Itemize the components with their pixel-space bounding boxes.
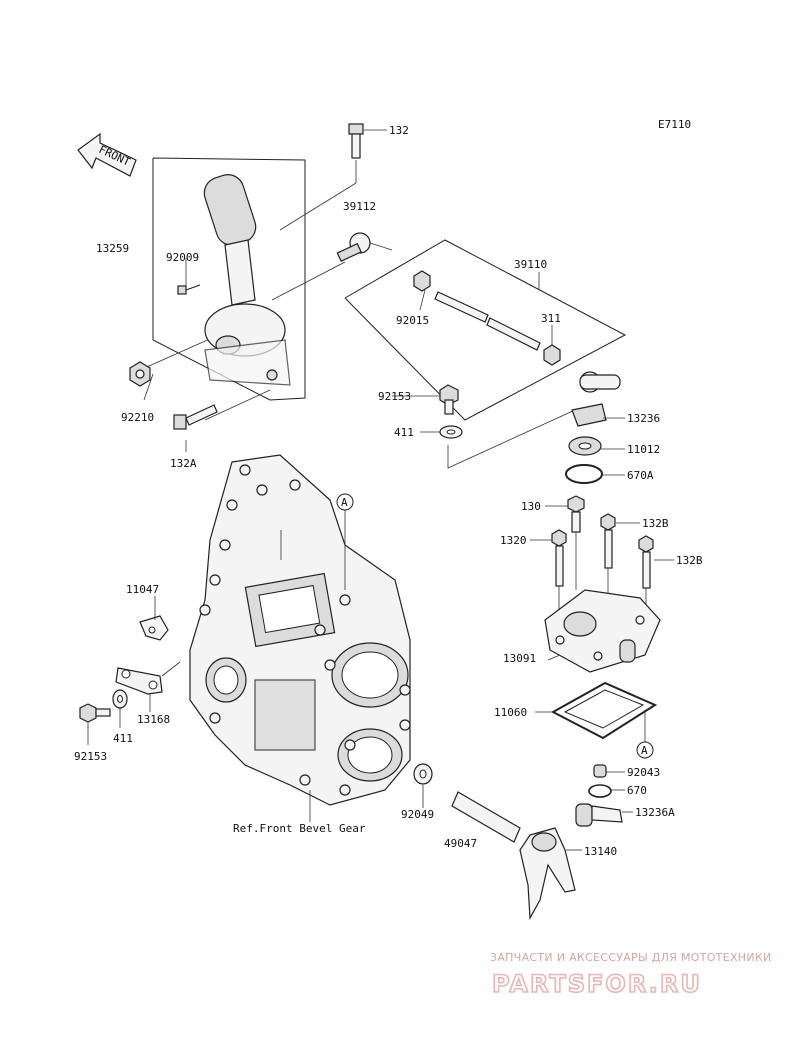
label-132B-a: 132B [642,517,669,530]
bolt-132B-a [600,513,616,569]
oring-670A [565,464,603,484]
plate-13168 [115,667,163,695]
label-311: 311 [541,312,561,325]
label-132B-b: 132B [676,554,703,567]
label-92153-lower: 92153 [74,750,107,763]
label-1320: 1320 [500,534,527,547]
label-670A: 670A [627,469,654,482]
front-arrow: FRONT [77,132,137,177]
nut-92210 [129,361,151,387]
nut-92015 [413,270,431,292]
leader-lines-411 [447,409,576,469]
label-92210: 92210 [121,411,154,424]
label-92009: 92009 [166,251,199,264]
rod-39110 [434,291,541,351]
label-13259: 13259 [96,242,129,255]
svg-text:A: A [341,496,348,509]
label-92015: 92015 [396,314,429,327]
shaft-49047 [451,791,521,843]
callout-a-left: A [336,493,354,511]
label-49047: 49047 [444,837,477,850]
label-39110: 39110 [514,258,547,271]
bolt-92153-lower [79,703,111,723]
bolt-130 [567,495,585,533]
svg-text:A: A [641,744,648,757]
lever-13236 [571,371,621,427]
bolt-132A [173,404,218,430]
label-411-upper: 411 [394,426,414,439]
label-11060: 11060 [494,706,527,719]
nut-311 [543,344,561,366]
leader-lines [87,129,674,851]
upper-frame-lines [139,157,357,421]
bolt-92153-upper [439,384,459,415]
label-130: 130 [521,500,541,513]
washer-411-lower [112,689,128,709]
label-411-lower: 411 [113,732,133,745]
watermark: ЗАПЧАСТИ И АКСЕССУАРЫ ДЛЯ МОТОТЕХНИКИ PA… [490,951,772,999]
gasket-11060 [550,681,658,740]
bolt-132 [348,123,364,159]
diagram-code: E7110 [658,118,691,131]
label-132: 132 [389,124,409,137]
bolt-92009 [177,284,201,295]
washer-92049 [413,763,433,785]
label-13236: 13236 [627,412,660,425]
oring-670 [588,784,612,798]
label-670: 670 [627,784,647,797]
washer-411-upper [439,425,463,439]
label-13236A: 13236A [635,806,675,819]
label-11047: 11047 [126,583,159,596]
label-92049: 92049 [401,808,434,821]
lever-13236A [575,803,623,827]
label-ref-front-bevel-gear: Ref.Front Bevel Gear [233,822,366,835]
label-13091: 13091 [503,652,536,665]
shift-lever-13259 [203,174,291,386]
label-92153-upper: 92153 [378,390,411,403]
watermark-logo: PARTSFOR.RU [492,970,702,998]
transmission-housing [189,454,411,806]
clip-11047 [139,615,169,641]
label-13140: 13140 [584,845,617,858]
watermark-tagline: ЗАПЧАСТИ И АКСЕССУАРЫ ДЛЯ МОТОТЕХНИКИ [490,951,772,964]
label-11012: 11012 [627,443,660,456]
shift-fork-13140 [519,827,576,921]
callout-a-right: A [636,710,654,759]
bolt-1320 [551,529,567,587]
bolt-132B-b [638,535,654,589]
label-13168: 13168 [137,713,170,726]
label-92043: 92043 [627,766,660,779]
cover-13091 [544,589,661,673]
rod-end-39112 [336,232,393,262]
label-39112: 39112 [343,200,376,213]
part-labels: E7110 132 39112 13259 92009 39110 92015 … [74,118,703,858]
rod-assembly-frame [344,239,627,421]
label-132A: 132A [170,457,197,470]
seal-11012 [568,436,602,456]
pin-92043 [593,764,607,778]
